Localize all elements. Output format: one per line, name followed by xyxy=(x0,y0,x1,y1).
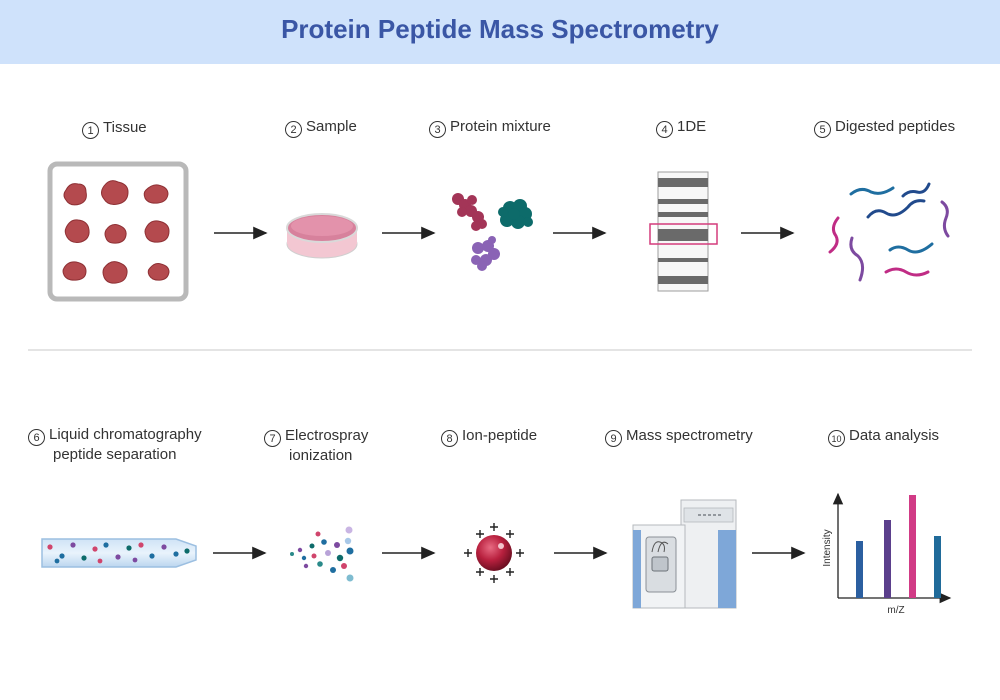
step-4-number: 4 xyxy=(656,121,673,138)
step-5-number: 5 xyxy=(814,121,831,138)
peptides-icon xyxy=(828,182,950,282)
electrospray-icon xyxy=(290,526,354,582)
step-7-number: 7 xyxy=(264,430,281,447)
chart-x-label: m/Z xyxy=(887,605,904,616)
chart-bar-1 xyxy=(856,541,863,598)
step-9-number: 9 xyxy=(605,430,622,447)
step-6-number: 6 xyxy=(28,429,45,446)
step-2-number: 2 xyxy=(285,121,302,138)
step-1-text: Tissue xyxy=(103,119,147,136)
row-divider xyxy=(28,349,972,351)
step-8-text: Ion-peptide xyxy=(462,427,538,444)
step-9-text: Mass spectrometry xyxy=(626,427,753,444)
chart-bar-3 xyxy=(909,495,916,598)
chart-y-label: Intensity xyxy=(822,529,833,566)
tissue-plate-icon xyxy=(47,161,189,302)
step-1-number: 1 xyxy=(82,122,99,139)
protein-mixture-icon xyxy=(452,193,533,271)
step-2-text: Sample xyxy=(306,118,357,135)
chart-bar-4 xyxy=(934,536,941,598)
step-8-number: 8 xyxy=(441,430,458,447)
petri-dish-icon xyxy=(286,213,358,259)
lc-column-icon xyxy=(41,538,197,568)
ion-peptide-icon xyxy=(464,523,524,583)
step-10-text: Data analysis xyxy=(849,427,940,444)
step-3-text: Protein mixture xyxy=(450,118,551,135)
intensity-bar-chart: Intensity m/Z xyxy=(822,492,952,616)
gel-strip-icon xyxy=(649,171,718,292)
step-4-text: 1DE xyxy=(677,118,707,135)
step-6-text-line1: Liquid chromatography xyxy=(49,426,202,443)
step-5-text: Digested peptides xyxy=(835,118,956,135)
header-banner: Protein Peptide Mass Spectrometry xyxy=(0,0,1000,64)
step-7-text-line1: Electrospray xyxy=(285,427,369,444)
step-10-number: 10 xyxy=(828,430,845,447)
step-7-text-line2: ionization xyxy=(289,447,353,464)
mass-spectrometer-icon xyxy=(632,499,737,609)
step-6-text-line2: peptide separation xyxy=(53,446,177,463)
step-3-number: 3 xyxy=(429,121,446,138)
page-title: Protein Peptide Mass Spectrometry xyxy=(281,14,719,44)
chart-bar-2 xyxy=(884,520,891,598)
